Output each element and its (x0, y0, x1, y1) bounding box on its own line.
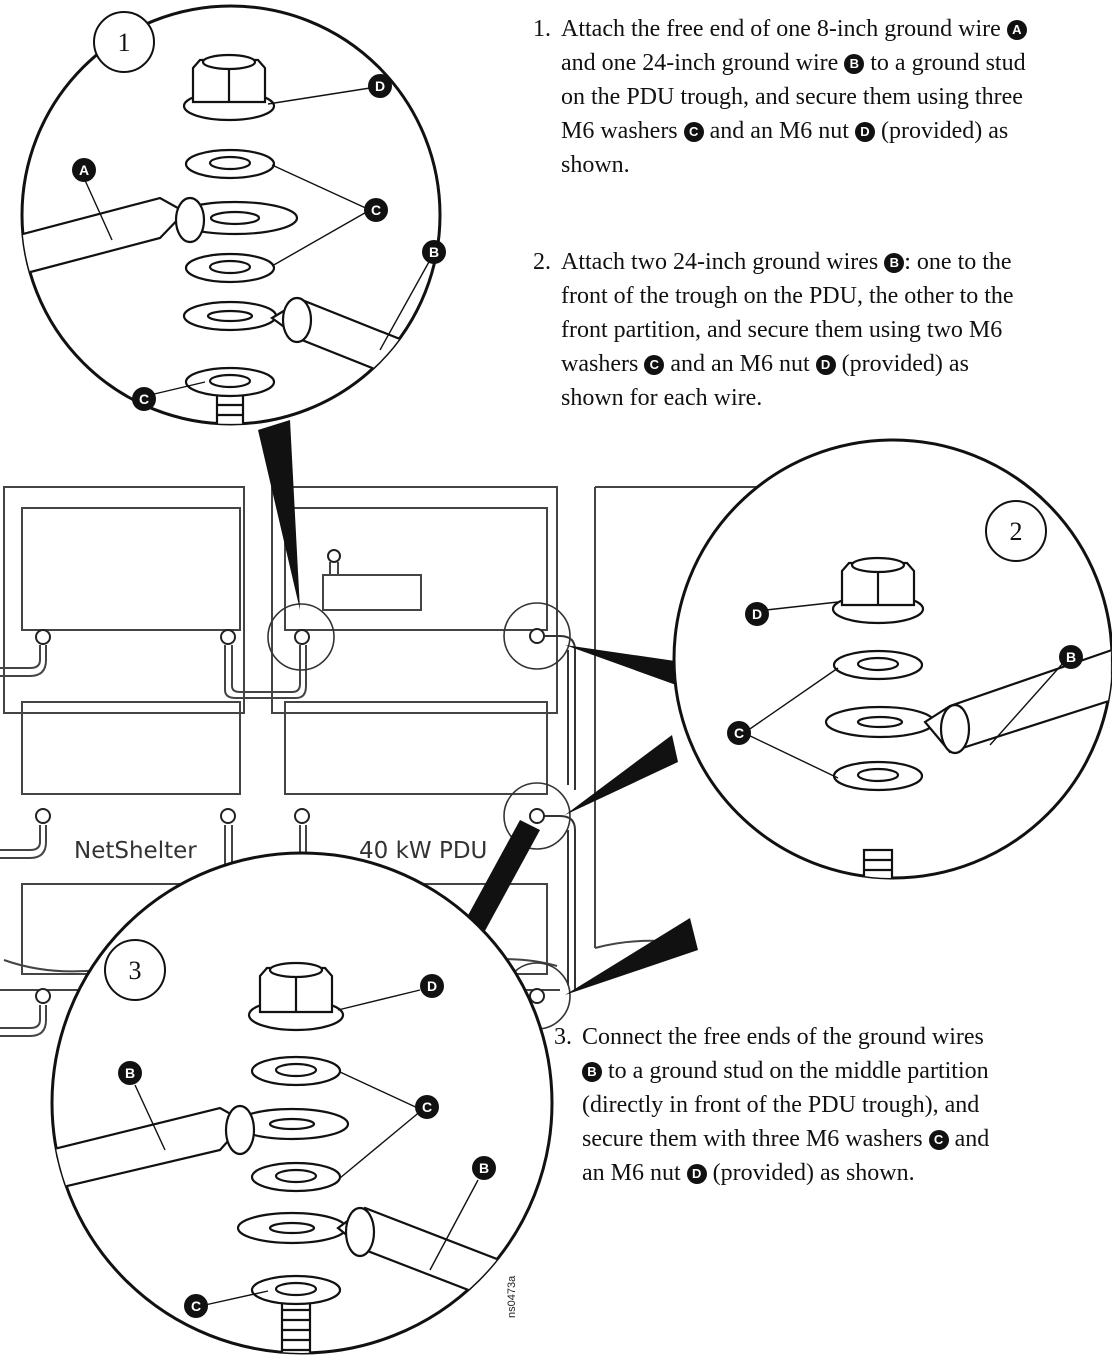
step-line: B to a ground stud on the middle partiti… (554, 1054, 989, 1088)
badge-c: C (727, 721, 751, 745)
badge-c: C (132, 387, 156, 411)
svg-text:2: 2 (1010, 517, 1023, 546)
badge-d: D (368, 74, 392, 98)
step-text: (directly in front of the PDU trough), a… (582, 1092, 980, 1118)
step-line: shown for each wire. (533, 381, 1014, 415)
step-line: (directly in front of the PDU trough), a… (554, 1088, 989, 1122)
svg-text:C: C (371, 202, 381, 218)
part-letter-badge: D (815, 355, 836, 375)
step-number: 3. (554, 1024, 572, 1050)
svg-text:3: 3 (129, 956, 142, 985)
step-text: front partition, and secure them using t… (561, 317, 1003, 343)
step-text: Attach the free end of one 8-inch ground… (561, 16, 1007, 42)
drawing-code: ns0473a (506, 1275, 518, 1318)
part-letter-badge: C (928, 1130, 949, 1150)
badge-d: D (745, 602, 769, 626)
part-letter-badge: C (683, 122, 704, 142)
detail-2 (672, 438, 1112, 880)
step-text: and one 24-inch ground wire (561, 50, 845, 76)
badge-c: C (184, 1294, 208, 1318)
svg-text:C: C (191, 1298, 201, 1314)
step-text: shown. (561, 152, 630, 178)
badge-b: B (422, 240, 446, 264)
detail-1 (20, 4, 442, 426)
stud-2 (862, 848, 894, 878)
step-line: front partition, and secure them using t… (533, 313, 1014, 347)
instruction-step-1: 1. Attach the free end of one 8-inch grou… (533, 12, 1027, 182)
step-line: washers C and an M6 nut D (provided) as (533, 347, 1014, 381)
svg-text:C: C (139, 391, 149, 407)
svg-text:B: B (125, 1065, 135, 1081)
instruction-step-3: 3. Connect the free ends of the ground wi… (554, 1020, 989, 1190)
step-text: on the PDU trough, and secure them using… (561, 84, 1023, 110)
part-letter-badge: C (644, 355, 665, 375)
step-line: and one 24-inch ground wire B to a groun… (533, 46, 1027, 80)
part-badges: A D C B C D B C D B C B C (72, 74, 1083, 1318)
badge-c: C (364, 198, 388, 222)
svg-text:D: D (375, 78, 385, 94)
detail-3: ns0473a (50, 851, 554, 1355)
svg-text:B: B (429, 244, 439, 260)
callout-3: 3 (104, 939, 166, 1001)
rack-label-netshelter: NetShelter (74, 838, 197, 864)
step-text: and an M6 nut (664, 351, 816, 377)
part-letter-badge: D (854, 122, 875, 142)
svg-text:C: C (422, 1099, 432, 1115)
step-text: to a ground stud (864, 50, 1026, 76)
badge-d: D (420, 974, 444, 998)
step-text: (provided) as (835, 351, 969, 377)
step-text: (provided) as (874, 118, 1009, 144)
step-text: Connect the free ends of the ground wire… (582, 1024, 984, 1050)
badge-a: A (72, 158, 96, 182)
step-text: M6 washers (561, 118, 684, 144)
step-text: and an M6 nut (703, 118, 855, 144)
badge-b: B (118, 1061, 142, 1085)
svg-text:B: B (479, 1160, 489, 1176)
svg-text:A: A (79, 162, 89, 178)
step-text: washers (561, 351, 645, 377)
badge-b: B (472, 1156, 496, 1180)
step-text: Attach two 24-inch ground wires (561, 249, 885, 275)
step-line: on the PDU trough, and secure them using… (533, 80, 1027, 114)
step-number: 2. (533, 249, 551, 275)
svg-text:1: 1 (118, 28, 131, 57)
step-text: an M6 nut (582, 1160, 687, 1186)
step-text: (provided) as shown. (706, 1160, 915, 1186)
step-line: 3. Connect the free ends of the ground wi… (554, 1020, 989, 1054)
rack-label-pdu: 40 kW PDU (359, 838, 487, 864)
instruction-step-2: 2. Attach two 24-inch ground wires B: one… (533, 245, 1014, 415)
part-letter-badge: B (844, 54, 865, 74)
step-line: 1. Attach the free end of one 8-inch grou… (533, 12, 1027, 46)
badge-c: C (415, 1095, 439, 1119)
part-letter-badge: B (884, 253, 905, 273)
step-line: 2. Attach two 24-inch ground wires B: one… (533, 245, 1014, 279)
step-text: to a ground stud on the middle partition (602, 1058, 989, 1084)
step-line: an M6 nut D (provided) as shown. (554, 1156, 989, 1190)
step-text: and (948, 1126, 990, 1152)
step-text: : one to the (904, 249, 1012, 275)
step-line: shown. (533, 148, 1027, 182)
step-text: front of the trough on the PDU, the othe… (561, 283, 1014, 309)
callout-2: 2 (985, 500, 1047, 562)
svg-text:D: D (427, 978, 437, 994)
svg-text:C: C (734, 725, 744, 741)
step-line: front of the trough on the PDU, the othe… (533, 279, 1014, 313)
svg-text:B: B (1066, 649, 1076, 665)
part-letter-badge: A (1006, 20, 1027, 40)
step-line: M6 washers C and an M6 nut D (provided) … (533, 114, 1027, 148)
step-number: 1. (533, 16, 551, 42)
svg-text:D: D (752, 606, 762, 622)
step-text: secure them with three M6 washers (582, 1126, 929, 1152)
callout-1: 1 (93, 11, 155, 73)
part-letter-badge: B (582, 1062, 602, 1082)
stud-3 (280, 1298, 312, 1353)
part-letter-badge: D (686, 1164, 707, 1184)
step-line: secure them with three M6 washers C and (554, 1122, 989, 1156)
badge-b: B (1059, 645, 1083, 669)
step-text: shown for each wire. (561, 385, 763, 411)
